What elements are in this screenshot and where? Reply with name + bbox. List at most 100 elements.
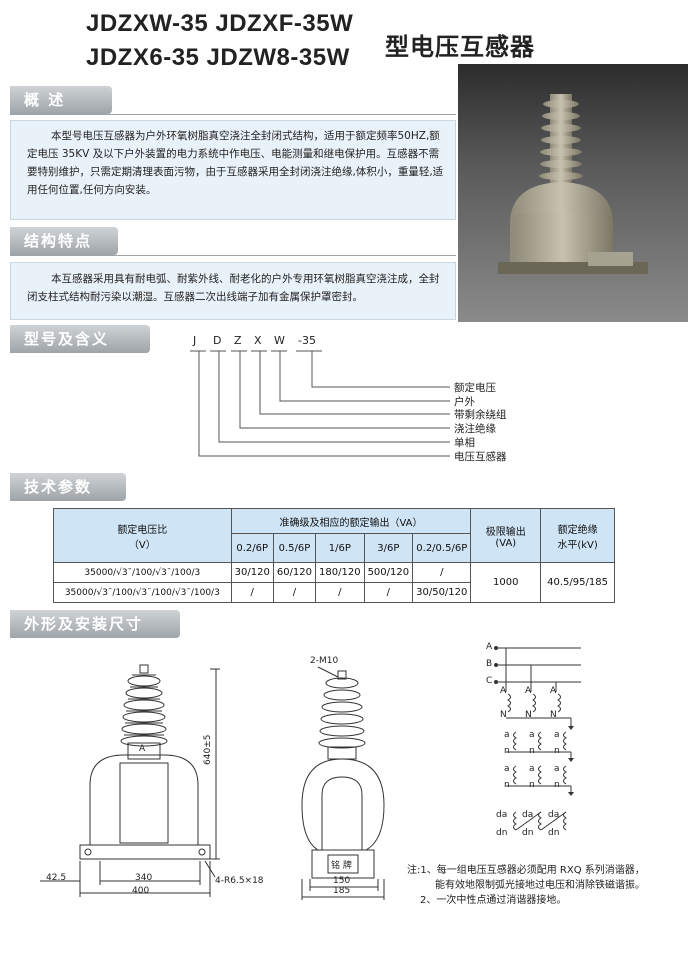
model-code-w: W — [274, 334, 285, 347]
winding-label: n — [504, 746, 510, 756]
model-code-d: D — [213, 334, 222, 347]
cell-value: 500/120 — [363, 562, 414, 583]
winding-label: a — [504, 730, 510, 740]
winding-label: A — [500, 686, 507, 696]
cell-value: 60/120 — [272, 562, 317, 583]
winding-label: dn — [496, 828, 508, 838]
title-line-2: JDZX6-35 JDZW8-35W — [86, 44, 350, 71]
phase-a-label: A — [486, 642, 493, 652]
winding-label: da — [548, 810, 560, 820]
cell-ratio: 35000/√3¯/100/√3¯/100/√3¯/100/3 — [53, 582, 232, 603]
header-output: 准确级及相应的额定输出（VA） — [230, 508, 472, 534]
dim-42-5: 42.5 — [46, 873, 67, 883]
winding-label: n — [529, 746, 535, 756]
overview-box: 本型号电压互感器为户外环氧树脂真空浇注全封闭式结构，适用于额定频率50HZ,额定… — [10, 120, 456, 220]
divider — [10, 114, 456, 115]
wiring-diagram: A B C A A A N N N a a a n n n a a a n n … — [486, 642, 686, 852]
side-view-drawing — [301, 666, 385, 900]
dim-185: 185 — [333, 886, 351, 896]
cell-value: 180/120 — [315, 562, 365, 583]
note-1: 注:1、每一组电压互感器必须配用 RXQ 系列消谐器， — [407, 865, 645, 876]
dim-340: 340 — [135, 873, 153, 883]
cell-ratio: 35000/√3¯/100/√3¯/100/3 — [53, 562, 232, 583]
features-text: 本互感器采用具有耐电弧、耐紫外线、耐老化的户外专用环氧树脂真空浇注成，全封闭支柱… — [27, 273, 440, 303]
winding-label: a — [554, 730, 560, 740]
dim-label-a: A — [139, 744, 146, 754]
nameplate-label: 铭 牌 — [331, 861, 352, 871]
header-class: 0.5/6P — [272, 533, 317, 563]
cell-value: / — [315, 582, 365, 603]
note-1-cont: 能有效地限制弧光接地过电压和消除铁磁谐振。 — [435, 880, 645, 891]
model-meaning-cast: 浇注绝缘 — [454, 423, 496, 435]
section-heading-features: 结构特点 — [10, 227, 118, 255]
header-class: 3/6P — [363, 533, 414, 563]
model-leader-lines — [190, 350, 450, 457]
table-row: 35000/√3¯/100/√3¯/100/3 30/120 60/120 18… — [53, 562, 615, 603]
header-ratio: 额定电压比（V） — [53, 508, 232, 563]
model-code-z: Z — [234, 334, 242, 347]
cell-insulation: 40.5/95/185 — [540, 562, 615, 603]
winding-label: a — [504, 764, 510, 774]
section-heading-params: 技术参数 — [10, 473, 126, 501]
cell-limit: 1000 — [470, 562, 542, 603]
winding-label: a — [554, 764, 560, 774]
cell-value: / — [230, 582, 274, 603]
winding-label: dn — [522, 828, 534, 838]
wiring-lines — [494, 646, 581, 831]
winding-label: da — [522, 810, 534, 820]
winding-label: a — [529, 730, 535, 740]
winding-label: a — [529, 764, 535, 774]
model-code-j: J — [193, 334, 197, 347]
model-meaning-rating: 额定电压 — [454, 382, 496, 394]
section-heading-model: 型号及含义 — [10, 325, 150, 353]
winding-label: N — [500, 710, 507, 720]
title-line-1: JDZXW-35 JDZXF-35W — [86, 10, 354, 37]
table-row: 35000/√3¯/100/√3¯/100/√3¯/100/3 / / / / … — [53, 582, 615, 603]
cell-value: / — [272, 582, 317, 603]
winding-label: A — [550, 686, 557, 696]
winding-label: n — [554, 780, 560, 790]
note-2: 2、一次中性点通过消谐器接地。 — [420, 895, 567, 906]
dim-holes: 4-R6.5×18 — [215, 876, 264, 886]
header-class: 1/6P — [315, 533, 365, 563]
winding-label: da — [496, 810, 508, 820]
winding-label: N — [550, 710, 557, 720]
winding-label: A — [525, 686, 532, 696]
cell-value: / — [363, 582, 414, 603]
cell-value: 30/120 — [230, 562, 274, 583]
winding-label: n — [504, 780, 510, 790]
dim-150: 150 — [333, 876, 351, 886]
dim-400: 400 — [132, 886, 150, 896]
overview-text: 本型号电压互感器为户外环氧树脂真空浇注全封闭式结构，适用于额定频率50HZ,额定… — [27, 130, 444, 196]
winding-label: n — [529, 780, 535, 790]
product-photo — [458, 64, 688, 322]
dim-2-m10: 2-M10 — [310, 656, 339, 666]
dim-height-640: 640±5 — [203, 734, 213, 765]
cell-value: 30/50/120 — [412, 582, 472, 603]
features-box: 本互感器采用具有耐电弧、耐紫外线、耐老化的户外专用环氧树脂真空浇注成，全封闭支柱… — [10, 262, 456, 320]
table-row: 0.2/6P 0.5/6P 1/6P 3/6P 0.2/0.5/6P — [54, 533, 615, 563]
cell-value: / — [412, 562, 472, 583]
front-view-drawing — [40, 664, 220, 897]
model-meaning-residual: 带剩余绕组 — [454, 409, 507, 421]
model-meaning-outdoor: 户外 — [454, 396, 475, 408]
winding-label: dn — [548, 828, 560, 838]
section-heading-dims: 外形及安装尺寸 — [10, 610, 180, 638]
header-class: 0.2/6P — [230, 533, 274, 563]
phase-c-label: C — [486, 676, 493, 686]
transformer-photo-icon — [498, 94, 648, 274]
section-heading-overview: 概 述 — [10, 86, 112, 114]
model-meaning-vt: 电压互感器 — [454, 451, 507, 463]
header-class: 0.2/0.5/6P — [412, 533, 472, 563]
divider — [10, 255, 456, 256]
model-meaning-single-phase: 单相 — [454, 437, 475, 449]
header-insulation: 额定绝缘水平(kV) — [540, 508, 615, 563]
title-suffix: 型电压互感器 — [385, 33, 535, 61]
model-code-x: X — [254, 334, 262, 347]
table-row: 额定电压比（V） 准确级及相应的额定输出（VA） 极限输出(VA) 额定绝缘水平… — [53, 508, 615, 563]
phase-b-label: B — [486, 659, 493, 669]
spec-table: 额定电压比（V） 准确级及相应的额定输出（VA） 极限输出(VA) 额定绝缘水平… — [53, 508, 615, 603]
winding-label: N — [525, 710, 532, 720]
header-limit: 极限输出(VA) — [470, 508, 542, 563]
